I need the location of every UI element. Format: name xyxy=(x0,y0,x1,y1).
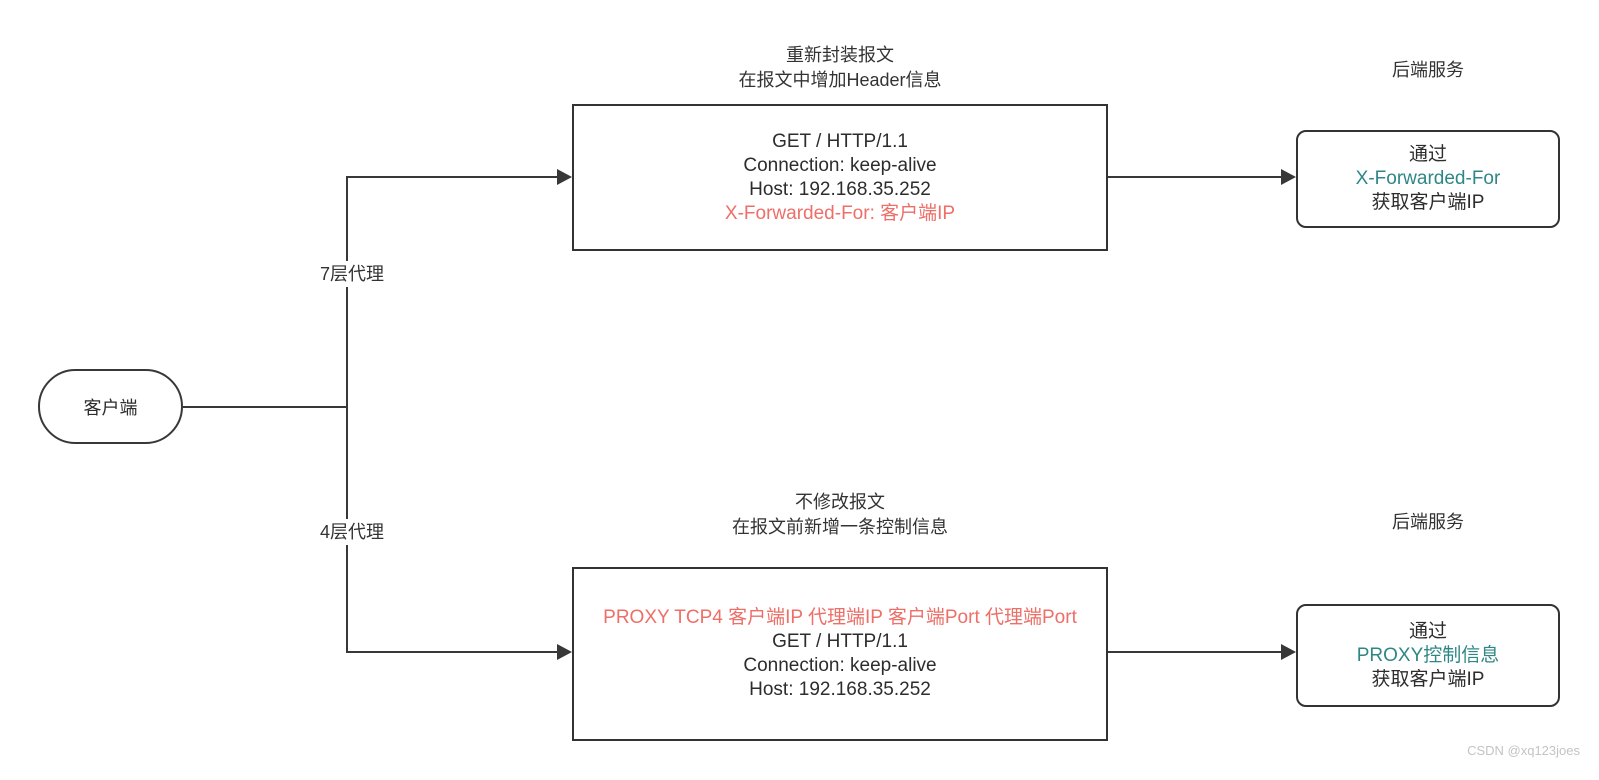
layer4-branch-label: 4层代理 xyxy=(300,519,404,545)
layer7-branch-label: 7层代理 xyxy=(300,261,404,287)
backend-line: 通过 xyxy=(1408,620,1447,642)
layer7-title-line2: 在报文中增加Header信息 xyxy=(738,70,942,90)
layer4-backend-arrow-line xyxy=(1108,651,1282,653)
layer4-arrow-head xyxy=(557,644,572,660)
layer7-backend-highlight: X-Forwarded-For xyxy=(1355,168,1501,189)
layer4-backend-box: 通过 PROXY控制信息 获取客户端IP xyxy=(1296,604,1560,707)
layer4-box-title: 不修改报文 在报文前新增一条控制信息 xyxy=(572,490,1108,540)
branch-vertical-line xyxy=(346,176,348,653)
layer7-arrow-line xyxy=(346,176,558,178)
layer7-arrow-head xyxy=(557,169,572,185)
layer4-highlight-line: PROXY TCP4 客户端IP 代理端IP 客户端Port 代理端Port xyxy=(603,607,1077,628)
layer4-backend-title: 后端服务 xyxy=(1392,512,1464,532)
packet-line: GET / HTTP/1.1 xyxy=(772,631,908,652)
backend-line: 获取客户端IP xyxy=(1371,192,1485,213)
layer4-backend-highlight: PROXY控制信息 xyxy=(1356,644,1500,666)
client-label: 客户端 xyxy=(83,397,138,418)
client-node: 客户端 xyxy=(38,369,183,444)
layer7-highlight-line: X-Forwarded-For: 客户端IP xyxy=(724,202,956,224)
packet-line: GET / HTTP/1.1 xyxy=(772,130,908,152)
layer7-backend-arrow-line xyxy=(1108,176,1282,178)
layer4-title-line2: 在报文前新增一条控制信息 xyxy=(732,517,948,537)
layer7-backend-box: 通过 X-Forwarded-For 获取客户端IP xyxy=(1296,130,1560,228)
layer4-packet-box: PROXY TCP4 客户端IP 代理端IP 客户端Port 代理端Port G… xyxy=(572,567,1108,741)
packet-line: Connection: keep-alive xyxy=(743,154,937,176)
packet-line: Host: 192.168.35.252 xyxy=(749,679,931,700)
layer7-packet-box: GET / HTTP/1.1 Connection: keep-alive Ho… xyxy=(572,104,1108,251)
packet-line: Connection: keep-alive xyxy=(743,655,937,676)
layer4-arrow-line xyxy=(346,651,558,653)
layer4-backend-arrow-head xyxy=(1281,644,1296,660)
layer7-backend-arrow-head xyxy=(1281,169,1296,185)
layer7-title-line1: 重新封装报文 xyxy=(786,45,894,65)
client-connector-line xyxy=(183,406,347,408)
packet-line: Host: 192.168.35.252 xyxy=(749,178,931,200)
backend-line: 通过 xyxy=(1408,144,1447,165)
layer7-backend-title: 后端服务 xyxy=(1392,60,1464,80)
layer7-box-title: 重新封装报文 在报文中增加Header信息 xyxy=(572,43,1108,93)
layer4-title-line1: 不修改报文 xyxy=(795,492,885,512)
backend-line: 获取客户端IP xyxy=(1371,668,1485,690)
csdn-watermark: CSDN @xq123joes xyxy=(1467,743,1580,758)
